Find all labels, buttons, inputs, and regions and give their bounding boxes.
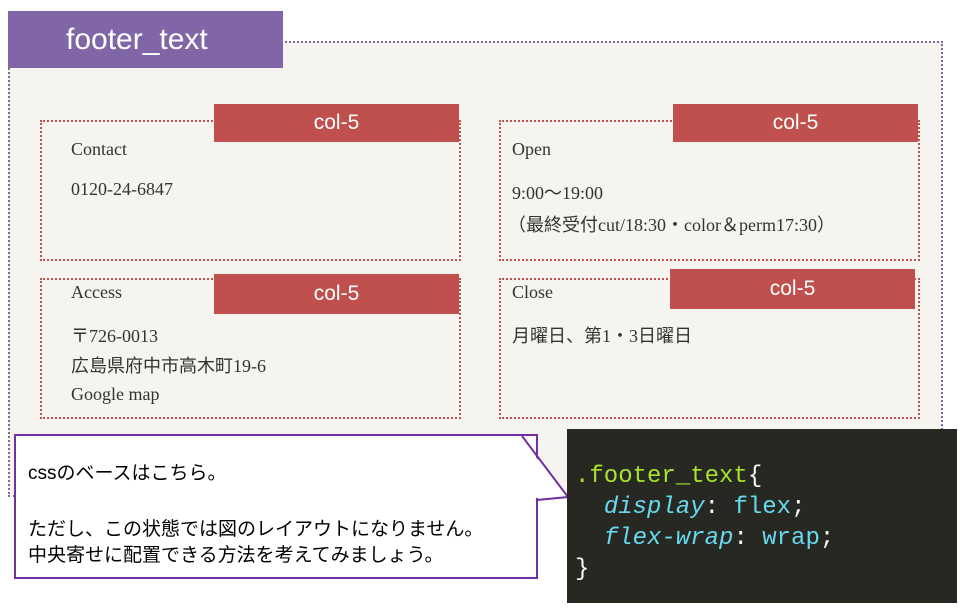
col-heading: Contact	[71, 139, 127, 159]
code-property: flex-wrap	[603, 525, 734, 552]
code-line: display: flex;	[575, 494, 806, 521]
code-brace: }	[575, 556, 590, 583]
code-property: display	[603, 494, 705, 521]
col-heading: Close	[512, 282, 554, 302]
col-line: 広島県府中市高木町19-6	[71, 356, 266, 376]
col-line: （最終受付cut/18:30・color＆perm17:30）	[508, 215, 835, 235]
code-semicolon: ;	[819, 525, 835, 552]
css-code-block: .footer_text{ display: flex; flex-wrap: …	[567, 429, 957, 603]
col-line: 9:00～19:00	[512, 183, 604, 203]
code-line: flex-wrap: wrap;	[575, 525, 834, 552]
callout-line: cssのベースはこちら。	[28, 463, 227, 484]
col-5-tag: col-5	[214, 104, 459, 142]
code-line: }	[575, 556, 589, 583]
col-line: 0120-24-6847	[71, 179, 173, 199]
code-value: flex	[733, 494, 792, 521]
col-line: 月曜日、第1・3日曜日	[512, 326, 692, 346]
code-brace: {	[747, 463, 763, 490]
code-value: wrap	[762, 525, 820, 552]
col-open: Open 9:00～19:00 （最終受付cut/18:30・color＆per…	[499, 120, 920, 261]
col-5-tag: col-5	[670, 269, 915, 309]
footer-text-title: footer_text	[8, 11, 283, 68]
col-line: 〒726-0013	[71, 326, 158, 346]
col-line: Google map	[71, 384, 160, 404]
code-colon: :	[704, 494, 734, 521]
col-5-tag: col-5	[214, 274, 459, 314]
col-heading: Access	[71, 282, 122, 302]
col-heading: Open	[512, 139, 551, 159]
code-colon: :	[733, 525, 763, 552]
callout-line: 中央寄せに配置できる方法を考えてみましょう。	[28, 545, 444, 566]
code-semicolon: ;	[791, 494, 806, 521]
col-5-tag: col-5	[673, 104, 918, 142]
code-selector: .footer_text	[575, 463, 748, 490]
callout-line: ただし、この状態では図のレイアウトになりません。	[28, 519, 484, 540]
code-line: .footer_text{	[575, 463, 762, 490]
callout-note: cssのベースはこちら。 ただし、この状態では図のレイアウトになりません。 中央…	[14, 434, 538, 579]
